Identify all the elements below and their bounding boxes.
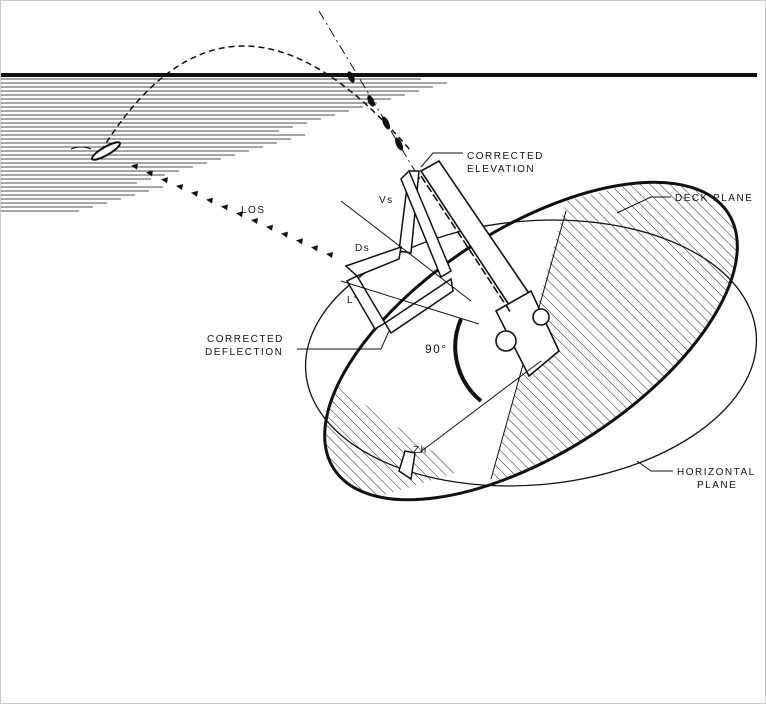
corrected-elevation-label-2: ELEVATION — [467, 164, 535, 175]
los-arrowhead — [236, 211, 243, 218]
horizontal-plane — [304, 219, 758, 487]
los-arrowhead — [221, 204, 228, 211]
target-ship-icon — [70, 141, 121, 161]
angle-90-label: 90° — [425, 342, 448, 356]
corrected-deflection-label-2: DEFLECTION — [205, 347, 283, 358]
right-angle-arc — [453, 318, 483, 403]
los-label: LOS — [241, 205, 266, 216]
zh-arrow — [398, 450, 416, 481]
horizontal-plane-label-2: PLANE — [697, 480, 737, 491]
corrected-deflection-label: CORRECTED — [207, 334, 284, 345]
sea-surface — [1, 78, 447, 212]
los-arrowhead — [206, 197, 213, 204]
gun-mount — [419, 159, 560, 378]
ds-label: Ds — [355, 243, 370, 254]
los-arrowhead — [191, 190, 198, 197]
bore-axis-line — [318, 10, 422, 182]
los-arrowhead — [251, 218, 258, 224]
deck-plane — [323, 180, 739, 502]
zh-label: Zh — [413, 445, 428, 456]
l-prime-arrow — [345, 275, 387, 331]
los-arrowhead — [131, 163, 138, 170]
elevation-arrow — [400, 169, 452, 279]
los-arrowhead — [176, 184, 183, 190]
deflection-arrow — [383, 277, 454, 335]
projectile-trajectory — [100, 45, 412, 152]
los-arrowhead — [296, 238, 303, 245]
vs-label: Vs — [379, 195, 394, 206]
los-arrowhead — [281, 231, 288, 238]
los-arrowhead — [311, 245, 318, 252]
vector-arrows — [344, 169, 454, 481]
corrected-elevation-label: CORRECTED — [467, 151, 544, 162]
los-arrowhead — [161, 177, 168, 184]
l-prime-label: L' — [347, 295, 357, 306]
deck-plane-label: DECK PLANE — [675, 193, 753, 204]
line-of-sight-arrows — [131, 163, 333, 258]
los-arrowhead — [326, 252, 333, 258]
ds-arrow — [344, 245, 402, 277]
horizontal-plane-label: HORIZONTAL — [677, 467, 756, 478]
leader-lines — [297, 152, 673, 472]
los-arrowhead — [266, 224, 273, 231]
los-arrowhead — [146, 170, 153, 177]
